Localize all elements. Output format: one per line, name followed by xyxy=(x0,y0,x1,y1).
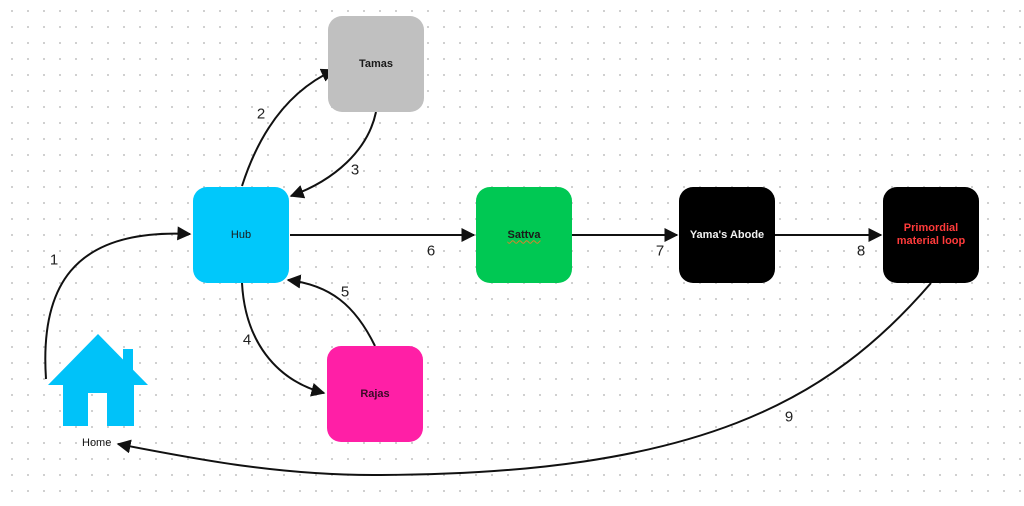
edge-label-8: 8 xyxy=(856,242,866,260)
node-hub-label: Hub xyxy=(230,228,252,241)
house-icon[interactable] xyxy=(48,334,148,426)
edge-1-arrow[interactable] xyxy=(44,226,192,380)
edge-9-arrow[interactable] xyxy=(116,282,932,477)
edge-label-3: 3 xyxy=(350,161,360,179)
node-sattva-label: Sattva xyxy=(507,228,541,241)
edge-label-9: 9 xyxy=(784,408,794,426)
edge-4-arrow[interactable] xyxy=(241,282,326,397)
edge-label-2: 2 xyxy=(256,105,266,123)
node-primordial-material-loop[interactable]: Primordial material loop xyxy=(883,187,979,283)
node-rajas-label: Rajas xyxy=(360,387,390,400)
edge-label-6: 6 xyxy=(426,242,436,260)
edge-label-4: 4 xyxy=(242,331,252,349)
node-primordial-label: Primordial material loop xyxy=(896,222,966,247)
node-yamas-abode[interactable]: Yama's Abode xyxy=(679,187,775,283)
edge-5-arrow[interactable] xyxy=(286,274,376,347)
node-tamas-label: Tamas xyxy=(358,57,394,70)
home-label: Home xyxy=(82,437,112,449)
edge-label-7: 7 xyxy=(655,242,665,260)
edge-label-5: 5 xyxy=(340,283,350,301)
node-rajas[interactable]: Rajas xyxy=(327,346,423,442)
node-hub[interactable]: Hub xyxy=(193,187,289,283)
edge-3-arrow[interactable] xyxy=(289,111,377,199)
node-yamas-abode-label: Yama's Abode xyxy=(689,228,765,241)
edge-label-1: 1 xyxy=(49,251,59,269)
edge-2-arrow[interactable] xyxy=(241,68,336,187)
node-tamas[interactable]: Tamas xyxy=(328,16,424,112)
node-sattva[interactable]: Sattva xyxy=(476,187,572,283)
